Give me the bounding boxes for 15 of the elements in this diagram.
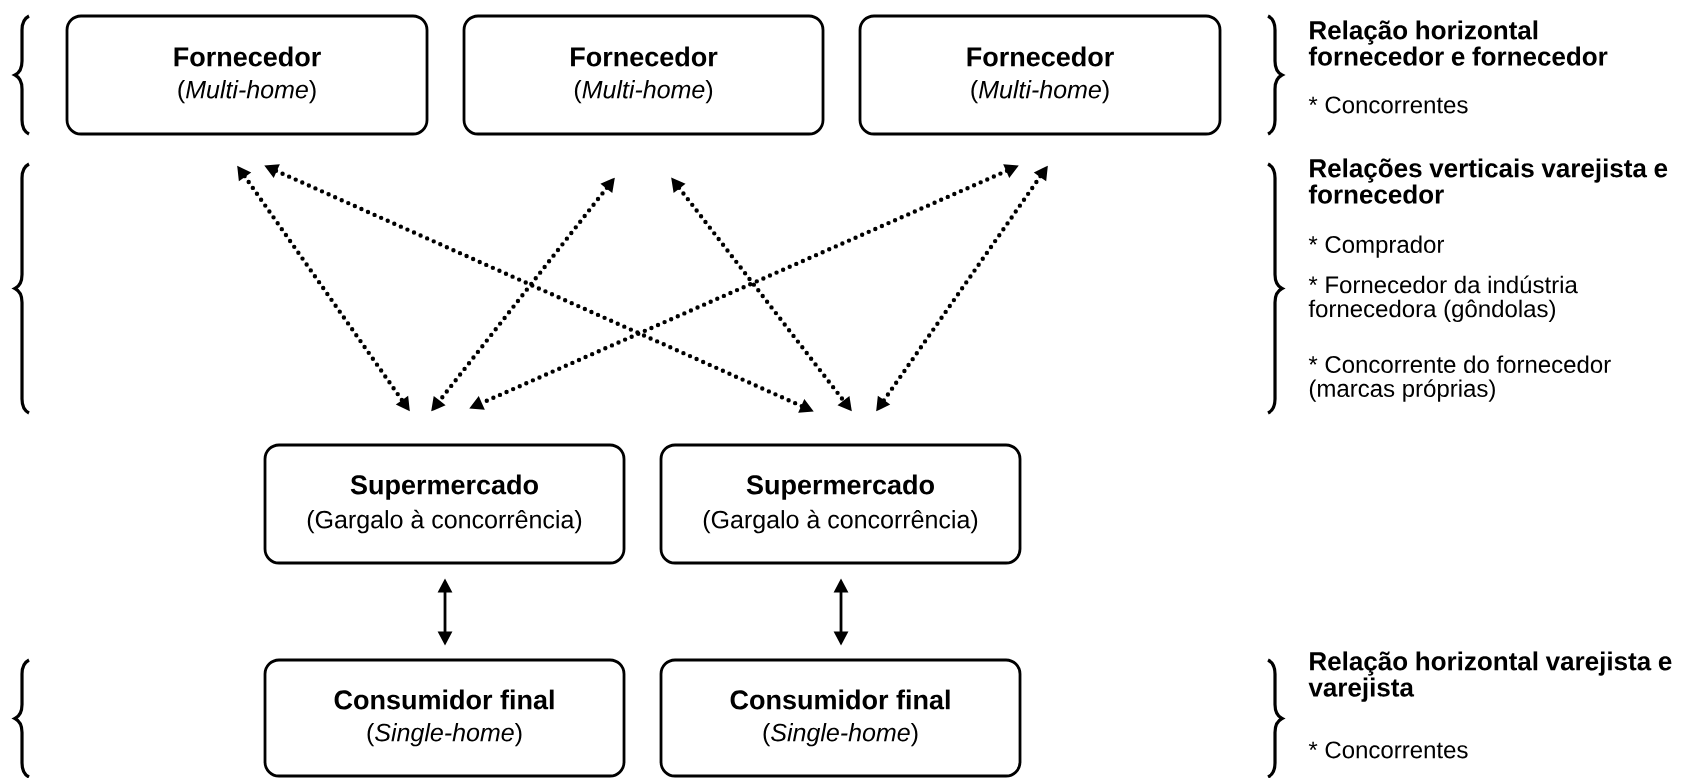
heading-text: Relação horizontal varejista e varejista — [1308, 651, 1672, 702]
process-box: Consumidor final (Single-home) — [659, 658, 1022, 778]
process-box: Fornecedor (Multi-home) — [65, 14, 429, 136]
heading-text: Relação horizontal fornecedor e fornecedor — [1308, 20, 1608, 66]
process-box: Consumidor final (Single-home) — [263, 658, 626, 778]
process-box: Supermercado (Gargalo à concorrência) — [263, 443, 626, 565]
note-text: * Concorrentes — [1308, 741, 1468, 759]
heading-text: Relações verticais varejista e fornecedor — [1308, 158, 1668, 204]
note-text: * Fornecedor da indústria fornecedora (gôndolas) — [1308, 275, 1578, 323]
process-box: Supermercado (Gargalo à concorrência) — [659, 443, 1022, 565]
process-box: Fornecedor (Multi-home) — [858, 14, 1222, 136]
note-text: * Concorrente do fornecedor (marcas próprias) — [1308, 355, 1611, 402]
note-text: * Comprador — [1308, 235, 1444, 258]
note-text: * Concorrentes — [1308, 96, 1468, 114]
process-box: Fornecedor (Multi-home) — [462, 14, 825, 136]
